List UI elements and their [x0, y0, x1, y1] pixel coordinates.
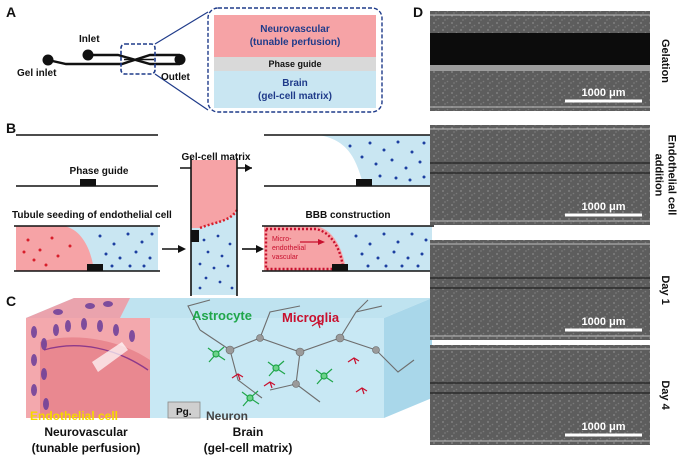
scale-bar-label: 1000 μm [581, 87, 625, 99]
scale-bar-label: 1000 μm [581, 316, 625, 328]
outlet-port [174, 54, 186, 65]
phase-guide-block-3d [167, 401, 201, 419]
microglia-label: Microglia [282, 310, 340, 325]
panel-b: B Phase guide Gel-cell matrix [6, 120, 434, 296]
astrocyte-label: Astrocyte [192, 308, 252, 323]
micrograph-row: 1000 μm Day 4 [430, 345, 671, 445]
micrograph-row-label: Gelation [659, 39, 671, 83]
gel-inlet-port [42, 54, 54, 66]
inset-bot-line2: (gel-cell matrix) [258, 91, 332, 102]
phase-guide-label: Phase guide [70, 166, 129, 177]
tunable-perfusion-label: (tunable perfusion) [32, 441, 141, 455]
micrograph-image [430, 240, 650, 340]
microglia-cells [231, 321, 368, 395]
panel-c-label: C [6, 293, 16, 309]
cross-section [190, 158, 239, 296]
panel-d: D 1000 μm Gelation 1000 μm Endothelial cell… [413, 4, 678, 445]
inset-brain-zone [214, 71, 376, 108]
brain-label: Brain [233, 425, 264, 439]
panel-a-label: A [6, 4, 16, 20]
inlet-port [82, 49, 94, 61]
micro-line2: endothelial [272, 245, 306, 252]
micro-line3: vascular [272, 254, 299, 261]
step-empty-channel: Phase guide [16, 134, 158, 187]
micrograph-dark-channel [430, 33, 650, 65]
micrograph-row-label: Day 4 [659, 380, 671, 410]
inset-bot-line1: Brain [282, 78, 308, 89]
pg-label: Pg. [176, 407, 192, 418]
scale-bar-label: 1000 μm [581, 421, 625, 433]
endothelial-cells [31, 301, 135, 410]
channel-inset: Neurovascular (tunable perfusion) Phase … [207, 7, 383, 113]
gel-inlet-label: Gel inlet [17, 68, 57, 79]
tubule-seeding-label: Tubule seeding of endothelial cell [12, 210, 172, 221]
inlet-label: Inlet [79, 34, 100, 45]
endothelial-cell-label: Endothelial cell [30, 409, 118, 423]
micrograph-column: 1000 μm Gelation 1000 μm Endothelial cellad… [430, 11, 678, 445]
inset-neurovascular-zone [214, 15, 376, 57]
panel-c: C [6, 293, 432, 455]
brain-gel-label: (gel-cell matrix) [204, 441, 293, 455]
chip-schematic [42, 11, 209, 111]
micrograph-row-label: Endothelial celladdition [653, 135, 678, 216]
brain-block-3d [26, 298, 432, 419]
micro-line1: Micro- [272, 236, 292, 243]
panel-d-label: D [413, 4, 423, 20]
step-bbb-construction: Micro- endothelial vascular [262, 225, 434, 272]
neurovascular-label: Neurovascular [44, 425, 128, 439]
panel-b-label: B [6, 120, 16, 136]
micrograph-image [430, 125, 650, 225]
inset-mid: Phase guide [268, 59, 321, 69]
inset-phase-guide-zone [214, 57, 376, 71]
gel-cell-dots [348, 140, 426, 182]
micrograph-row: 1000 μm Endothelial celladdition [430, 125, 678, 225]
micrograph-phase-guide [430, 65, 650, 71]
phase-guide-block [80, 179, 96, 186]
neuron-label: Neuron [206, 409, 248, 423]
inset-top-line1: Neurovascular [260, 24, 330, 35]
micrograph-row: 1000 μm Gelation [430, 11, 671, 111]
micrograph-row: 1000 μm Day 1 [430, 240, 671, 340]
inset-top-line2: (tunable perfusion) [250, 37, 341, 48]
micrograph-image [430, 345, 650, 445]
step-gel-filled [264, 134, 432, 187]
outlet-label: Outlet [161, 72, 191, 83]
step-tubule-seeding [14, 225, 160, 272]
micrograph-row-label: Day 1 [659, 275, 671, 304]
gel-cell-matrix-label: Gel-cell matrix [182, 152, 251, 163]
panel-a: A Inlet Gel inlet Outlet Neurovascular (… [6, 4, 383, 113]
astrocyte-cells [207, 346, 334, 407]
scale-bar-label: 1000 μm [581, 201, 625, 213]
bbb-construction-label: BBB construction [306, 210, 391, 221]
seeding-blue-dots [98, 232, 154, 268]
seeding-red-dots [22, 236, 72, 267]
zoom-box [120, 43, 156, 75]
